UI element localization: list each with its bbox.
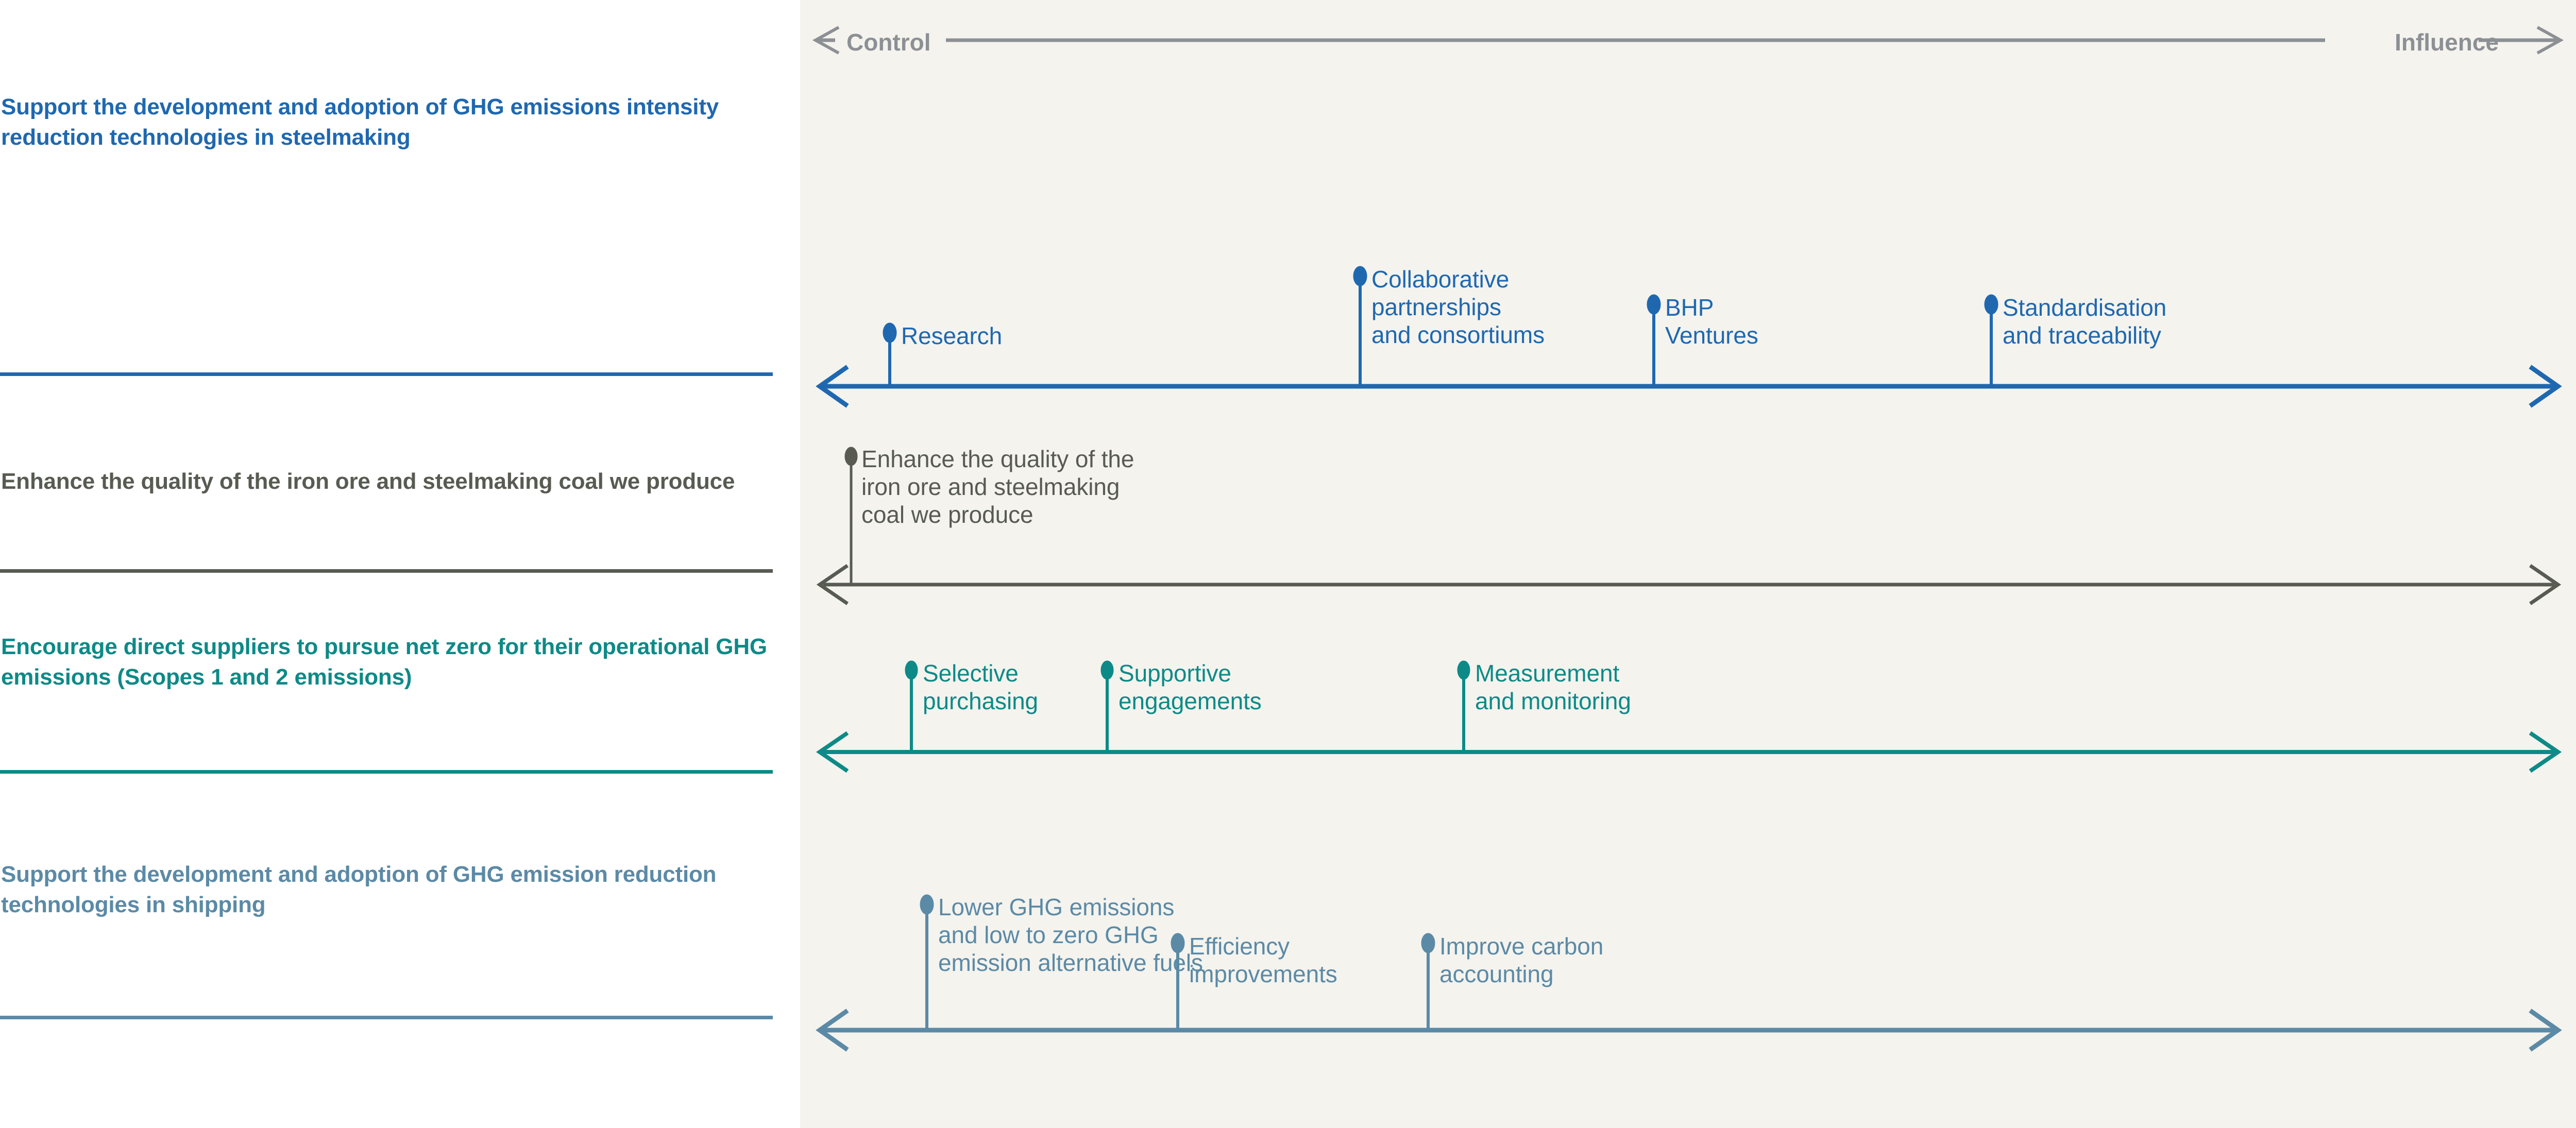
goal-divider-3 (0, 770, 773, 774)
milestone-label-standardisation: Standardisation and traceability (2003, 294, 2167, 349)
goal-item-steelmaking-technologies: Support the development and adoption of … (0, 92, 773, 152)
goal-item-supplier-net-zero: Encourage direct suppliers to pursue net… (0, 631, 773, 692)
goal-divider-2 (0, 569, 773, 573)
goal-divider-1 (0, 372, 773, 376)
milestone-label-selective-purchasing: Selective purchasing (923, 660, 1039, 714)
milestone-label-measurement-monitoring: Measurement and monitoring (1475, 660, 1631, 714)
axis-row-shipping-technologies: Lower GHG emissions and low to zero GHG … (800, 886, 2576, 1056)
milestone-label-supportive-engagements: Supportive engagements (1118, 660, 1262, 714)
goal-label: Enhance the quality of the iron ore and … (1, 469, 735, 494)
control-influence-scale: Control Influence (800, 0, 2576, 88)
goals-column: Support the development and adoption of … (0, 0, 800, 1128)
goal-label: Encourage direct suppliers to pursue net… (1, 634, 767, 690)
milestone-label-efficiency-improvements: Efficiency improvements (1189, 933, 1337, 987)
control-influence-panel: Control Influence (800, 0, 2576, 1128)
scale-label-control: Control (846, 29, 931, 56)
goal-item-shipping-technologies: Support the development and adoption of … (0, 859, 773, 920)
milestone-label-bhp-ventures: BHP Ventures (1665, 294, 1758, 349)
milestone-label-research: Research (901, 322, 1003, 349)
milestone-label-collaborative-partnerships: Collaborative partnerships and consortiu… (1371, 266, 1545, 348)
axis-row-supplier-net-zero: Selective purchasing Supportive engageme… (800, 621, 2576, 775)
goal-divider-4 (0, 1016, 773, 1019)
goal-label: Support the development and adoption of … (1, 862, 717, 917)
axis-row-steelmaking-technologies: Research Collaborative partnerships and … (800, 242, 2576, 412)
milestone-label-enhance-quality: Enhance the quality of the iron ore and … (861, 446, 1134, 528)
goal-item-iron-ore-and-coal-quality: Enhance the quality of the iron ore and … (0, 466, 773, 497)
goal-label: Support the development and adoption of … (1, 94, 719, 150)
milestone-label-improve-carbon-accounting: Improve carbon accounting (1439, 933, 1604, 987)
scale-label-influence: Influence (2395, 29, 2499, 56)
milestone-label-lower-ghg-emissions: Lower GHG emissions and low to zero GHG … (938, 894, 1203, 976)
axis-row-iron-ore-and-coal-quality: Enhance the quality of the iron ore and … (800, 438, 2576, 608)
